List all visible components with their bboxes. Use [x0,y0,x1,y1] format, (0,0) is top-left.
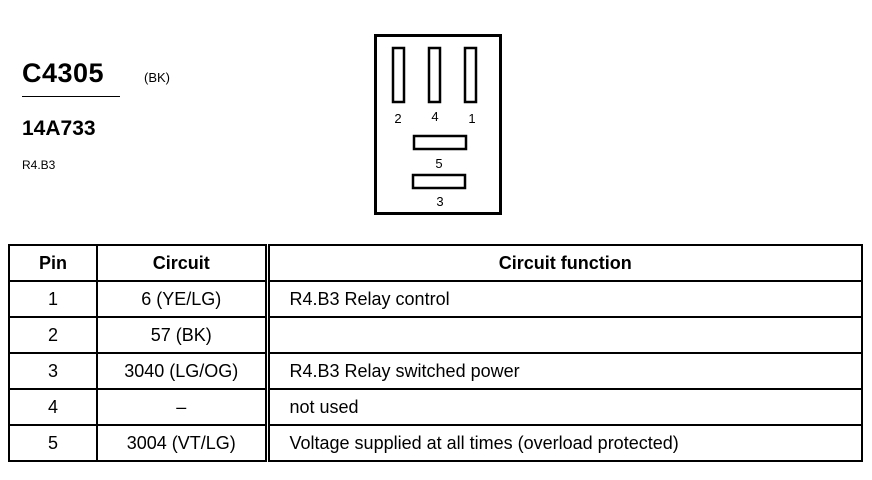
cell-circuit: – [96,388,268,426]
terminal-slot-pin-2 [391,46,406,104]
table-header-row: Pin Circuit Circuit function [8,244,863,282]
part-number: 14A733 [22,117,96,140]
pin-label-3: 3 [436,194,443,209]
terminal-slot-pin-5 [412,134,468,151]
terminal-slot-pin-4 [427,46,442,104]
component-location: R4.B3 [22,158,56,172]
table-row: 2 57 (BK) [8,316,863,354]
cell-circuit: 3004 (VT/LG) [96,424,268,462]
connector-id: C4305 [22,58,105,88]
cell-pin: 5 [8,424,98,462]
cell-circuit-function: R4.B3 Relay control [264,280,863,318]
cell-circuit: 6 (YE/LG) [96,280,268,318]
table-row: 5 3004 (VT/LG) Voltage supplied at all t… [8,424,863,462]
connector-id-underline [22,96,120,97]
cell-pin: 1 [8,280,98,318]
cell-circuit-function: Voltage supplied at all times (overload … [264,424,863,462]
cell-circuit-function [264,316,863,354]
cell-pin: 4 [8,388,98,426]
connector-housing [374,34,502,215]
cell-pin: 3 [8,352,98,390]
connector-color: (BK) [144,70,170,85]
header-pin: Pin [8,244,98,282]
terminal-slot-pin-1 [463,46,478,104]
cell-circuit-function: R4.B3 Relay switched power [264,352,863,390]
pin-label-5: 5 [435,156,442,171]
connector-face-view: 2 4 1 5 3 [374,34,502,215]
pin-label-4: 4 [431,109,438,124]
terminal-slot-pin-3 [411,173,467,190]
cell-pin: 2 [8,316,98,354]
pinout-table: Pin Circuit Circuit function 1 6 (YE/LG)… [8,244,863,462]
pin-label-1: 1 [468,111,475,126]
table-row: 4 – not used [8,388,863,426]
cell-circuit-function: not used [264,388,863,426]
table-row: 3 3040 (LG/OG) R4.B3 Relay switched powe… [8,352,863,390]
cell-circuit: 3040 (LG/OG) [96,352,268,390]
header-circuit: Circuit [96,244,268,282]
cell-circuit: 57 (BK) [96,316,268,354]
table-row: 1 6 (YE/LG) R4.B3 Relay control [8,280,863,318]
header-circuit-function: Circuit function [264,244,863,282]
pin-label-2: 2 [394,111,401,126]
